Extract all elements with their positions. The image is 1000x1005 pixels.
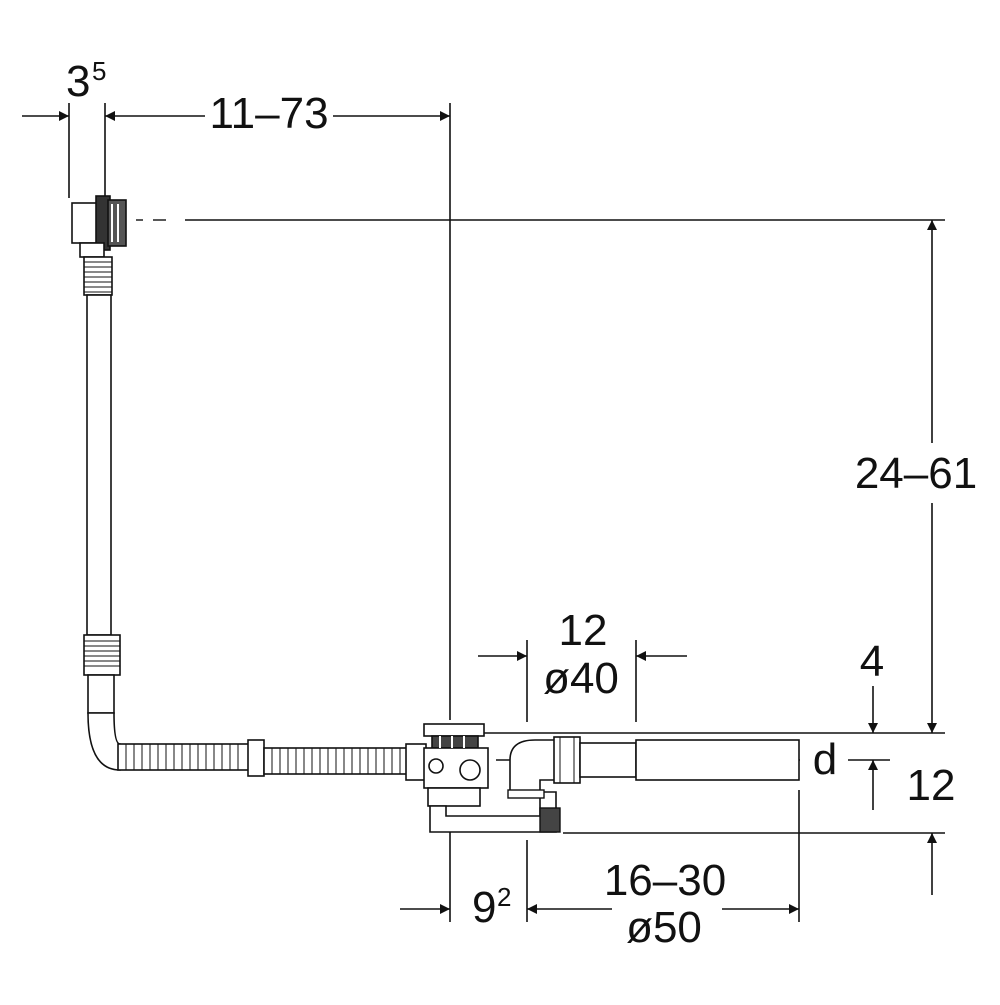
dimension-labels: 3 5 11–73 24–61 12 ø40 4 12 d 9 2 16–30 … [66,56,977,952]
outlet-elbow [509,739,557,793]
dim-3-5-base: 3 [66,57,90,106]
drain-body [423,723,489,807]
dim-16-30-label: 16–30 [604,856,726,905]
dim-9-2-sup: 2 [497,882,511,912]
dim-4-label: 4 [860,637,884,686]
overflow-head [71,195,127,258]
corrugation-upper [84,261,112,293]
dim-12-right-label: 12 [907,761,956,810]
dim-11-73-label: 11–73 [209,89,328,138]
overflow-pipe-vertical [83,256,121,714]
dim-9-2-base: 9 [472,883,496,932]
elbow-bend [87,712,121,771]
trap-nut [539,807,561,833]
dim-3-5-sup: 5 [92,56,106,86]
corrugation-lower [84,640,120,667]
dim-o40-label: ø40 [543,654,619,703]
dim-12-inlet-label: 12 [559,606,608,655]
hose-ribs [125,744,401,774]
centerline-dashes [136,219,800,761]
dim-o50-label: ø50 [626,903,702,952]
dimension-arrows [22,111,937,914]
dim-24-61-label: 24–61 [855,449,977,498]
extension-lines [68,103,945,922]
pipe-d-label: d [813,735,837,784]
outlet-pipe [553,736,800,784]
